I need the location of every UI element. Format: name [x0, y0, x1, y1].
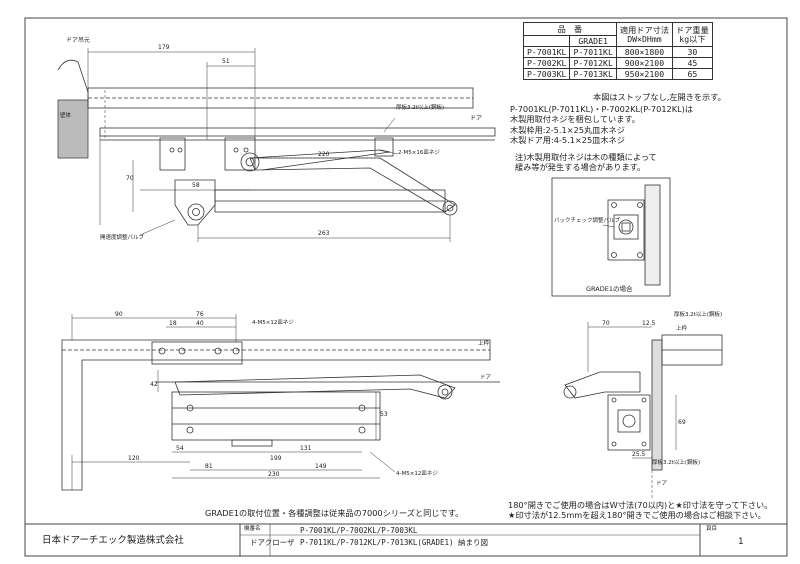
dim-front-131: 131 — [300, 445, 312, 452]
spec-cell-std: P-7001KL — [522, 46, 571, 58]
valve-label: 開速度調整バルブ — [100, 235, 145, 241]
door-label-top: ドア — [470, 115, 483, 122]
screw-label-front-bottom: 4-M5×12皿ネジ — [396, 471, 438, 477]
grade1-caption: GRADE1の場合 — [586, 285, 633, 293]
grade-note: GRADE1の取付位置・各種調整は従来品の7000シリーズと同じです。 — [205, 508, 464, 518]
screw-label-top: 2-M5×16皿ネジ — [398, 150, 440, 156]
spec-header-weight-line2: kg以下 — [679, 33, 706, 44]
frame-label-side: 上枠 — [676, 326, 688, 332]
dim-top-51: 51 — [222, 58, 230, 65]
dim-front-18: 18 — [169, 320, 177, 327]
spec-cell-grade: P-7013KL — [569, 68, 617, 80]
dim-top-70: 70 — [126, 175, 134, 182]
company-name: 日本ドアーチエック製造株式会社 — [42, 535, 184, 546]
sheet-border — [24, 17, 788, 557]
side-view-drawing — [563, 322, 723, 500]
screw-note-line3: 木製枠用:2-5.1×25丸皿木ネジ — [510, 124, 625, 135]
caution-note-line2: 緩み等が発生する場合があります。 — [515, 162, 646, 173]
frame-label-front: 上枠 — [478, 341, 490, 347]
title-block: 日本ドアーチエック製造株式会社 機番名 P-7001KL/P-7002KL/P-… — [0, 524, 800, 564]
product-value: P-7011KL/P-7012KL/P-7013KL(GRADE1) 納まり図 — [300, 538, 489, 547]
dim-front-90: 90 — [115, 311, 123, 318]
plate-label-side-top: 厚板3.2t以上(鋼板) — [674, 312, 723, 318]
stop-note: 本図はストップなし,左開きを示す。 — [593, 92, 726, 102]
dim-front-42: 42 — [150, 381, 158, 388]
frame-label: ドア吊元 — [66, 37, 91, 44]
spec-cell-size: 800×1800 — [615, 46, 674, 58]
spec-cell-std: P-7003KL — [522, 68, 571, 80]
dim-side-70: 70 — [602, 320, 610, 327]
spec-cell-size: 900×2100 — [615, 57, 674, 69]
dim-front-199: 199 — [270, 455, 282, 462]
title-block-lines — [239, 524, 701, 556]
spec-cell-weight: 30 — [672, 46, 713, 58]
spec-row: P-7003KL P-7013KL 950×2100 65 — [522, 68, 713, 80]
dim-front-149: 149 — [315, 463, 327, 470]
screw-note: P-7001KL(P-7011KL)・P-7002KL(P-7012KL)は 木… — [510, 104, 693, 146]
dim-front-54: 54 — [176, 445, 184, 452]
backcheck-valve-label: バックチェック調整バルブ — [554, 218, 621, 224]
dim-front-120: 120 — [128, 455, 140, 462]
product-label: ドアクローザ — [250, 538, 295, 547]
spec-header-blank — [522, 35, 571, 47]
front-view-drawing — [61, 314, 500, 491]
spec-cell-weight: 45 — [672, 57, 713, 69]
screw-label-front-top: 4-M5×12皿ネジ — [252, 320, 294, 326]
spec-cell-grade: P-7012KL — [569, 57, 617, 69]
grade1-detail-drawing — [551, 177, 671, 297]
door-label-side: ドア — [656, 481, 668, 487]
spec-header-weight-line1: ドア重量 — [676, 24, 709, 35]
dim-front-230: 230 — [268, 471, 280, 478]
screw-note-line4: 木製ドア用:4-5.1×25皿木ネジ — [510, 135, 625, 146]
spec-header-size-line1: 適用ドア寸法 — [619, 24, 670, 35]
page-number: 1 — [738, 537, 744, 547]
spec-header-weight: ドア重量 kg以下 — [672, 22, 713, 47]
screw-note-line2: 木製用取付ネジを梱包しています。 — [510, 114, 640, 125]
spec-header-grade: GRADE1 — [569, 35, 617, 47]
spec-row: P-7001KL P-7011KL 800×1800 30 — [522, 46, 713, 58]
dim-side-25-5: 25.5 — [632, 451, 646, 458]
caution-note-line1: 注)木製用取付ネジは木の種類によって — [515, 152, 657, 162]
dim-side-69: 69 — [678, 419, 686, 426]
open-note: 180°開きでご使用の場合はW寸法(70以内)と★印寸法を守って下さい。 ★印寸… — [508, 500, 772, 521]
dim-side-12-5: 12.5 — [642, 320, 656, 327]
dim-top-263: 263 — [318, 230, 330, 237]
plate-label-top: 厚板3.2t以上(鋼板) — [396, 105, 445, 111]
caution-note: 注)木製用取付ネジは木の種類によって 緩み等が発生する場合があります。 — [515, 152, 657, 173]
dim-front-53: 53 — [380, 411, 388, 418]
screw-note-line1: P-7001KL(P-7011KL)・P-7002KL(P-7012KL)は — [510, 104, 694, 114]
spec-cell-std: P-7002KL — [522, 57, 571, 69]
spec-cell-size: 950×2100 — [615, 68, 674, 80]
dim-front-40: 40 — [196, 320, 204, 327]
open-note-line1: 180°開きでご使用の場合はW寸法(70以内)と★印寸法を守って下さい。 — [508, 500, 773, 510]
spec-header-model: 品 番 — [523, 22, 617, 36]
spec-header-size-line2: DW×DHmm — [627, 33, 662, 44]
model-label: 機番名 — [244, 526, 261, 532]
jamb-label: 壁体 — [60, 113, 72, 119]
plate-label-side-bottom: 厚板3.2t以上(鋼板) — [652, 460, 701, 466]
spec-cell-weight: 65 — [672, 68, 713, 80]
door-label-front: ドア — [480, 375, 492, 381]
open-note-line2: ★印寸法が12.5mmを超え180°開きでご使用の場合はご相談下さい。 — [508, 510, 766, 521]
dim-top-220: 220 — [318, 151, 330, 158]
dim-top-179: 179 — [158, 44, 170, 51]
dim-front-76: 76 — [196, 311, 204, 318]
spec-table: 品 番 適用ドア寸法 DW×DHmm ドア重量 kg以下 GRADE1 P-70… — [522, 22, 713, 80]
spec-cell-grade: P-7011KL — [569, 46, 617, 58]
page-label: 頁目 — [706, 526, 718, 532]
spec-header-size: 適用ドア寸法 DW×DHmm — [615, 22, 674, 47]
dim-front-81: 81 — [205, 463, 213, 470]
top-view-drawing — [57, 48, 496, 242]
dim-top-58: 58 — [192, 182, 200, 189]
model-value: P-7001KL/P-7002KL/P-7003KL — [300, 526, 418, 535]
spec-row: P-7002KL P-7012KL 900×2100 45 — [522, 57, 713, 69]
